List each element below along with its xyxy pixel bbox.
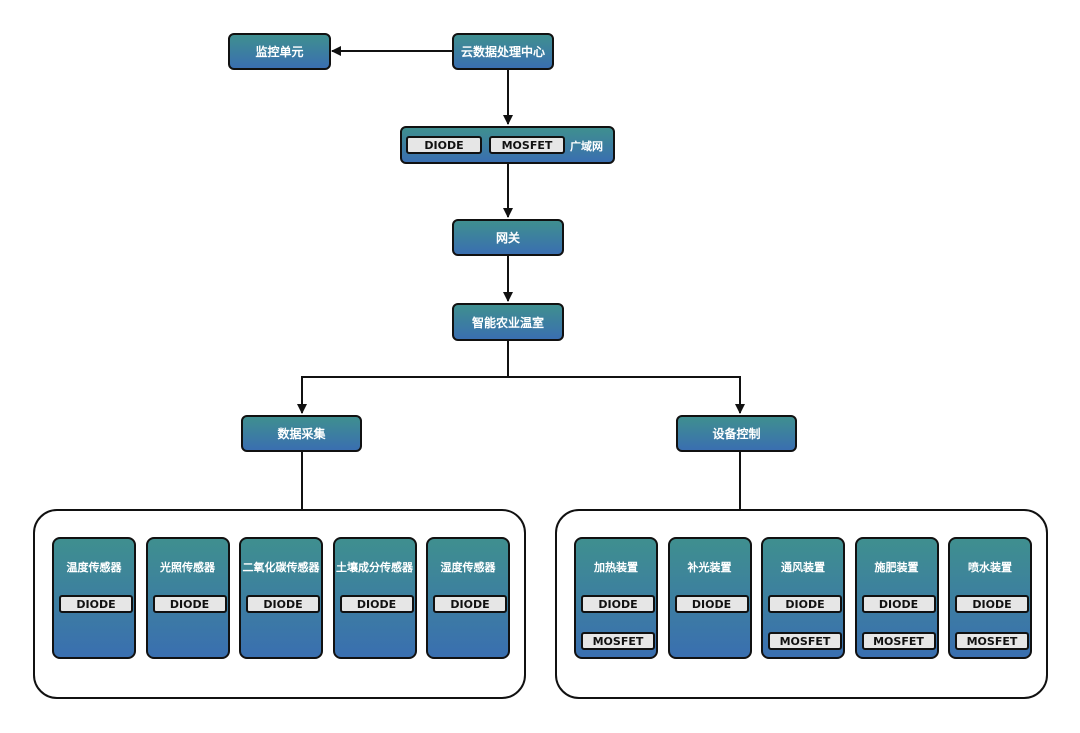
device-mosfet-chip: MOSFET bbox=[955, 632, 1029, 650]
device-mosfet-chip: MOSFET bbox=[581, 632, 655, 650]
device-diode-chip: DIODE bbox=[861, 595, 936, 613]
wan-diode-chip: DIODE bbox=[406, 136, 482, 154]
sensor-card[interactable]: 光照传感器 DIODE bbox=[145, 537, 230, 659]
device-mosfet-chip: MOSFET bbox=[768, 632, 842, 650]
sensor-card[interactable]: 湿度传感器 DIODE bbox=[426, 537, 510, 659]
device-card-label: 施肥装置 bbox=[874, 561, 919, 574]
sensor-card-label: 光照传感器 bbox=[160, 561, 215, 574]
arrow-greenhouse-to-control bbox=[508, 376, 745, 414]
wan-node[interactable]: DIODE MOSFET 广域网 bbox=[400, 126, 615, 164]
sensor-diode-chip: DIODE bbox=[246, 595, 320, 613]
sensor-card[interactable]: 二氧化碳传感器 DIODE bbox=[239, 537, 323, 659]
device-card-label: 通风装置 bbox=[781, 561, 825, 574]
sensor-card-label: 土壤成分传感器 bbox=[336, 561, 413, 574]
wan-label: 广域网 bbox=[570, 140, 603, 153]
device-diode-chip: DIODE bbox=[581, 595, 655, 613]
device-card-label: 加热装置 bbox=[594, 561, 638, 574]
sensor-diode-chip: DIODE bbox=[59, 595, 133, 613]
sensor-group: 温度传感器 DIODE 光照传感器 DIODE 二氧化碳传感器 DIODE 土壤成分传感器 D… bbox=[33, 509, 526, 699]
sensor-card-label: 温度传感器 bbox=[66, 561, 122, 574]
device-card[interactable]: 通风装置 DIODE MOSFET bbox=[761, 537, 845, 659]
sensor-diode-chip: DIODE bbox=[339, 595, 414, 613]
arrow-greenhouse-to-data bbox=[297, 341, 509, 414]
monitor-unit-node[interactable]: 监控单元 bbox=[228, 33, 331, 70]
sensor-card-label: 湿度传感器 bbox=[440, 561, 496, 574]
device-control-node[interactable]: 设备控制 bbox=[676, 415, 797, 452]
sensor-card-label: 二氧化碳传感器 bbox=[242, 561, 320, 574]
device-diode-chip: DIODE bbox=[674, 595, 749, 613]
data-collection-node[interactable]: 数据采集 bbox=[241, 415, 362, 452]
device-card[interactable]: 补光装置 DIODE bbox=[667, 537, 752, 659]
device-mosfet-chip: MOSFET bbox=[861, 632, 936, 650]
sensor-diode-chip: DIODE bbox=[433, 595, 507, 613]
device-card-label: 喷水装置 bbox=[968, 561, 1012, 574]
sensor-card[interactable]: 温度传感器 DIODE bbox=[52, 537, 136, 659]
wan-mosfet-chip: MOSFET bbox=[489, 136, 565, 154]
cloud-data-center-node[interactable]: 云数据处理中心 bbox=[452, 33, 554, 70]
sensor-diode-chip: DIODE bbox=[152, 595, 227, 613]
greenhouse-node[interactable]: 智能农业温室 bbox=[452, 303, 564, 341]
gateway-node[interactable]: 网关 bbox=[452, 219, 564, 256]
sensor-card[interactable]: 土壤成分传感器 DIODE bbox=[332, 537, 417, 659]
device-card[interactable]: 加热装置 DIODE MOSFET bbox=[574, 537, 658, 659]
device-card-label: 补光装置 bbox=[687, 561, 732, 574]
device-card[interactable]: 喷水装置 DIODE MOSFET bbox=[948, 537, 1032, 659]
device-diode-chip: DIODE bbox=[768, 595, 842, 613]
device-diode-chip: DIODE bbox=[955, 595, 1029, 613]
device-card[interactable]: 施肥装置 DIODE MOSFET bbox=[854, 537, 939, 659]
